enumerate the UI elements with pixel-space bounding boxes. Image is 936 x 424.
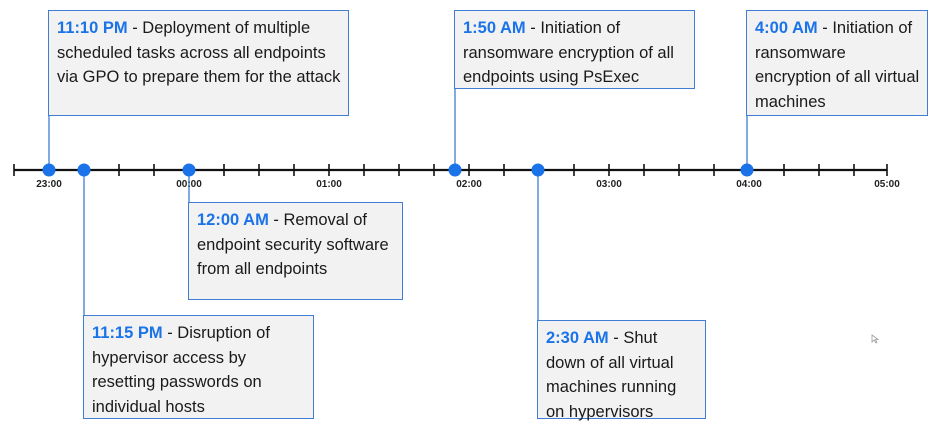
event-marker-0230 <box>531 163 545 177</box>
event-description: Shut down of all virtual machines runnin… <box>546 329 677 421</box>
event-separator: - <box>162 324 178 342</box>
tick-label-0300: 03:00 <box>596 179 622 190</box>
event-marker-0150 <box>448 163 462 177</box>
hour-labels: 23:00 00:00 01:00 02:00 03:00 04:00 05:0… <box>36 179 900 190</box>
event-separator: - <box>127 19 143 37</box>
tick-label-0200: 02:00 <box>456 179 482 190</box>
event-separator: - <box>268 211 284 229</box>
event-box-2310: 11:10 PM - Deployment of multiple schedu… <box>48 10 349 116</box>
event-marker-0000 <box>182 163 196 177</box>
tick-label-2300: 23:00 <box>36 179 62 190</box>
event-separator: - <box>608 329 624 347</box>
event-description: Disruption of hypervisor access by reset… <box>92 324 270 416</box>
event-box-0150: 1:50 AM - Initiation of ransomware encry… <box>454 10 695 89</box>
tick-label-0500: 05:00 <box>874 179 900 190</box>
mouse-cursor-icon <box>871 334 879 344</box>
event-time: 2:30 AM <box>546 329 609 347</box>
event-box-2315: 11:15 PM - Disruption of hypervisor acce… <box>83 315 314 419</box>
event-description: Initiation of ransomware encryption of a… <box>755 19 920 111</box>
event-time: 4:00 AM <box>755 19 818 37</box>
event-box-0230: 2:30 AM - Shut down of all virtual machi… <box>537 320 706 421</box>
event-box-0400: 4:00 AM - Initiation of ransomware encry… <box>746 10 928 116</box>
event-marker-2310 <box>42 163 56 177</box>
event-marker-2315 <box>77 163 91 177</box>
event-time: 11:15 PM <box>92 324 163 342</box>
tick-label-0000: 00:00 <box>176 179 202 190</box>
event-marker-0400 <box>740 163 754 177</box>
event-separator: - <box>525 19 541 37</box>
event-description: Deployment of multiple scheduled tasks a… <box>57 19 341 86</box>
event-description: Initiation of ransomware encryption of a… <box>463 19 674 86</box>
tick-label-0400: 04:00 <box>736 179 762 190</box>
event-time: 1:50 AM <box>463 19 526 37</box>
tick-label-0100: 01:00 <box>316 179 342 190</box>
event-description: Removal of endpoint security software fr… <box>197 211 389 278</box>
event-time: 11:10 PM <box>57 19 128 37</box>
event-box-0000: 12:00 AM - Removal of endpoint security … <box>188 202 403 300</box>
event-separator: - <box>817 19 833 37</box>
event-time: 12:00 AM <box>197 211 269 229</box>
event-markers <box>42 163 754 177</box>
